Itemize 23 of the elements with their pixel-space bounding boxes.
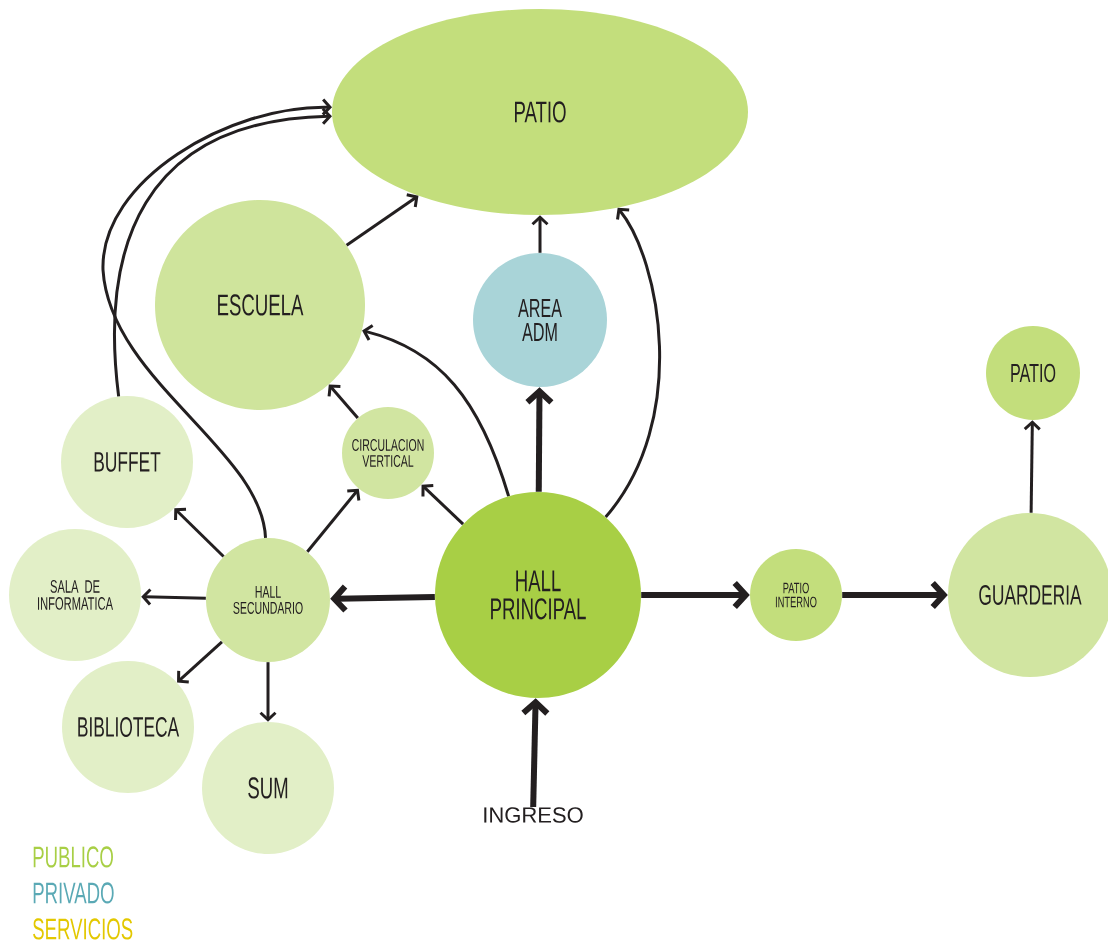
arrow: [177, 640, 223, 684]
arrow: [842, 580, 948, 609]
arrow: [641, 580, 750, 609]
arrow: [330, 584, 435, 613]
arrow: [525, 387, 554, 492]
arrow: [421, 484, 465, 526]
arrow: [531, 215, 549, 253]
legend-entry: PUBLICO: [33, 846, 113, 868]
entry-label: INGRESO: [484, 807, 583, 823]
arrow: [174, 507, 225, 558]
arrow: [362, 324, 510, 497]
legend-entry: SERVICIOS: [33, 918, 133, 940]
arrow: [521, 698, 550, 808]
legend-entry: PRIVADO: [33, 882, 114, 904]
arrow: [345, 193, 419, 247]
arrow: [1023, 420, 1041, 513]
arrow: [259, 662, 277, 722]
arrow: [113, 107, 332, 397]
arrow: [101, 98, 333, 539]
arrow: [141, 588, 206, 606]
arrow: [604, 207, 661, 518]
arrow: [306, 488, 361, 553]
arrow: [327, 384, 359, 420]
